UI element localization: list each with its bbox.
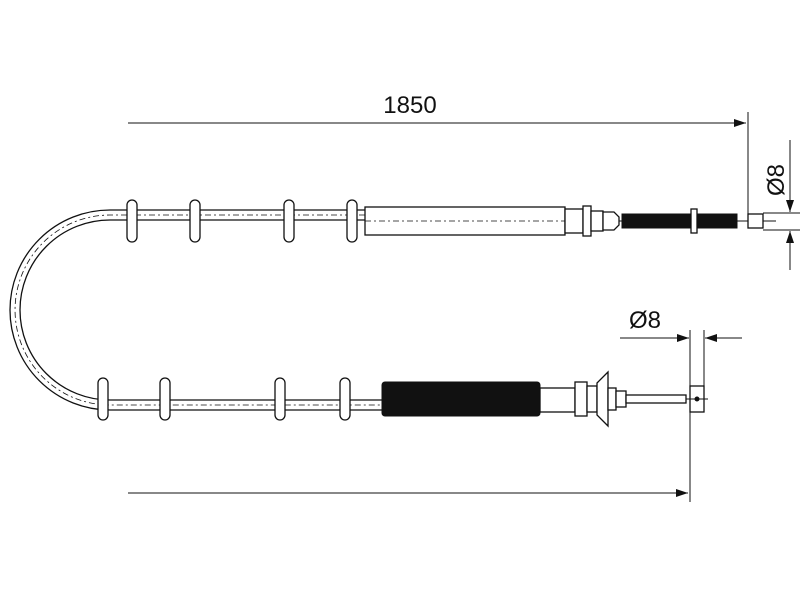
bottom-diameter-label: Ø8 [629, 307, 661, 334]
top-diameter-dimension: Ø8 [763, 140, 800, 270]
top-end-fitting [364, 205, 776, 237]
length-label: 1850 [383, 92, 436, 119]
top-diameter-label: Ø8 [763, 164, 790, 196]
bottom-clamps [97, 377, 351, 421]
length-dimension-top: 1850 [128, 92, 749, 222]
length-dimension-bottom [128, 330, 691, 502]
bottom-diameter-dimension: Ø8 [620, 307, 742, 388]
top-clamps [126, 199, 358, 243]
cable-sheath [9, 209, 382, 411]
bottom-end-fitting [381, 370, 708, 428]
